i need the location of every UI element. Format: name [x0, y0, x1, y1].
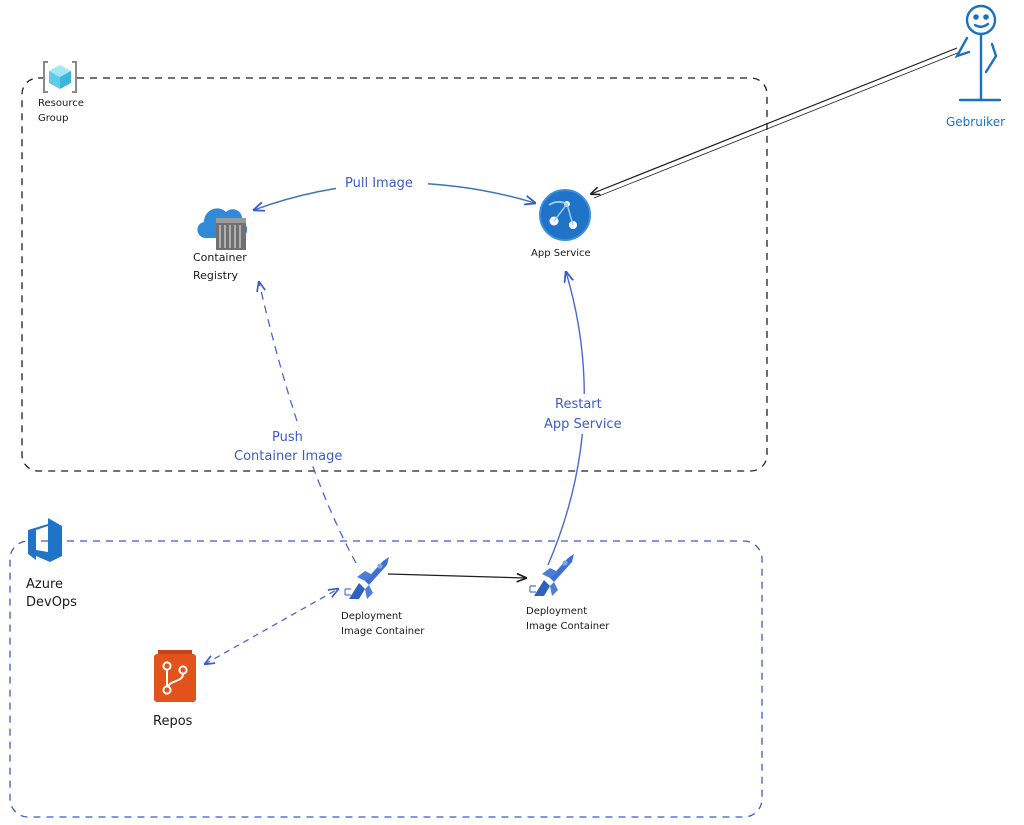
deployment-1-node[interactable]: Deployment Image Container [341, 557, 425, 637]
deployment-2-label-line2: Image Container [526, 621, 610, 632]
resource-group-container[interactable]: Resource Group [21, 61, 768, 472]
user-edge-sketch-line [593, 51, 961, 199]
restart-label-line2: App Service [544, 417, 622, 432]
container-registry-label-line2: Registry [193, 269, 239, 282]
deployment-2-label-line1: Deployment [526, 606, 587, 617]
azure-devops-label-line2: DevOps [26, 595, 77, 610]
resource-group-label-line2: Group [38, 113, 68, 124]
resource-group-icon [43, 61, 77, 93]
azure-devops-label-line1: Azure [26, 577, 63, 592]
resource-group-label-line1: Resource [38, 98, 84, 109]
azure-devops-container[interactable]: Azure DevOps [9, 518, 763, 818]
pull-image-label-bg [336, 171, 428, 191]
resource-group-boundary [21, 77, 768, 472]
container-registry-label-line1: Container [193, 251, 247, 264]
repos-git-icon [154, 650, 196, 702]
app-service-label: App Service [531, 248, 591, 259]
repos-node[interactable]: Repos [153, 650, 196, 729]
repos-label: Repos [153, 714, 193, 729]
restart-label-bg [540, 394, 635, 434]
pull-image-label: Pull Image [345, 176, 413, 191]
user-to-app-service-edge[interactable] [591, 47, 958, 194]
app-service-icon [539, 189, 591, 241]
pipeline-rocket-icon [344, 557, 389, 599]
deployment-to-deployment-edge[interactable] [387, 574, 526, 578]
app-service-node[interactable]: App Service [531, 189, 591, 259]
pipeline-rocket-icon [529, 554, 574, 596]
repos-deployment-edge[interactable] [205, 589, 338, 664]
push-image-label-line2: Container Image [234, 449, 342, 464]
push-image-label-line1: Push [272, 430, 303, 445]
stick-figure-icon [954, 4, 1002, 102]
azure-devops-boundary [9, 540, 763, 818]
restart-label-line1: Restart [555, 397, 602, 412]
deployment-1-label-line1: Deployment [341, 611, 402, 622]
push-image-edge[interactable] [259, 282, 357, 564]
container-registry-node[interactable]: Container Registry [193, 208, 247, 282]
azure-devops-icon [28, 518, 62, 562]
deployment-1-label-line2: Image Container [341, 626, 425, 637]
deployment-2-node[interactable]: Deployment Image Container [526, 554, 610, 632]
user-node[interactable]: Gebruiker [946, 4, 1005, 129]
user-label: Gebruiker [946, 115, 1005, 129]
push-image-label-bg [230, 427, 360, 465]
container-registry-icon [197, 208, 248, 250]
